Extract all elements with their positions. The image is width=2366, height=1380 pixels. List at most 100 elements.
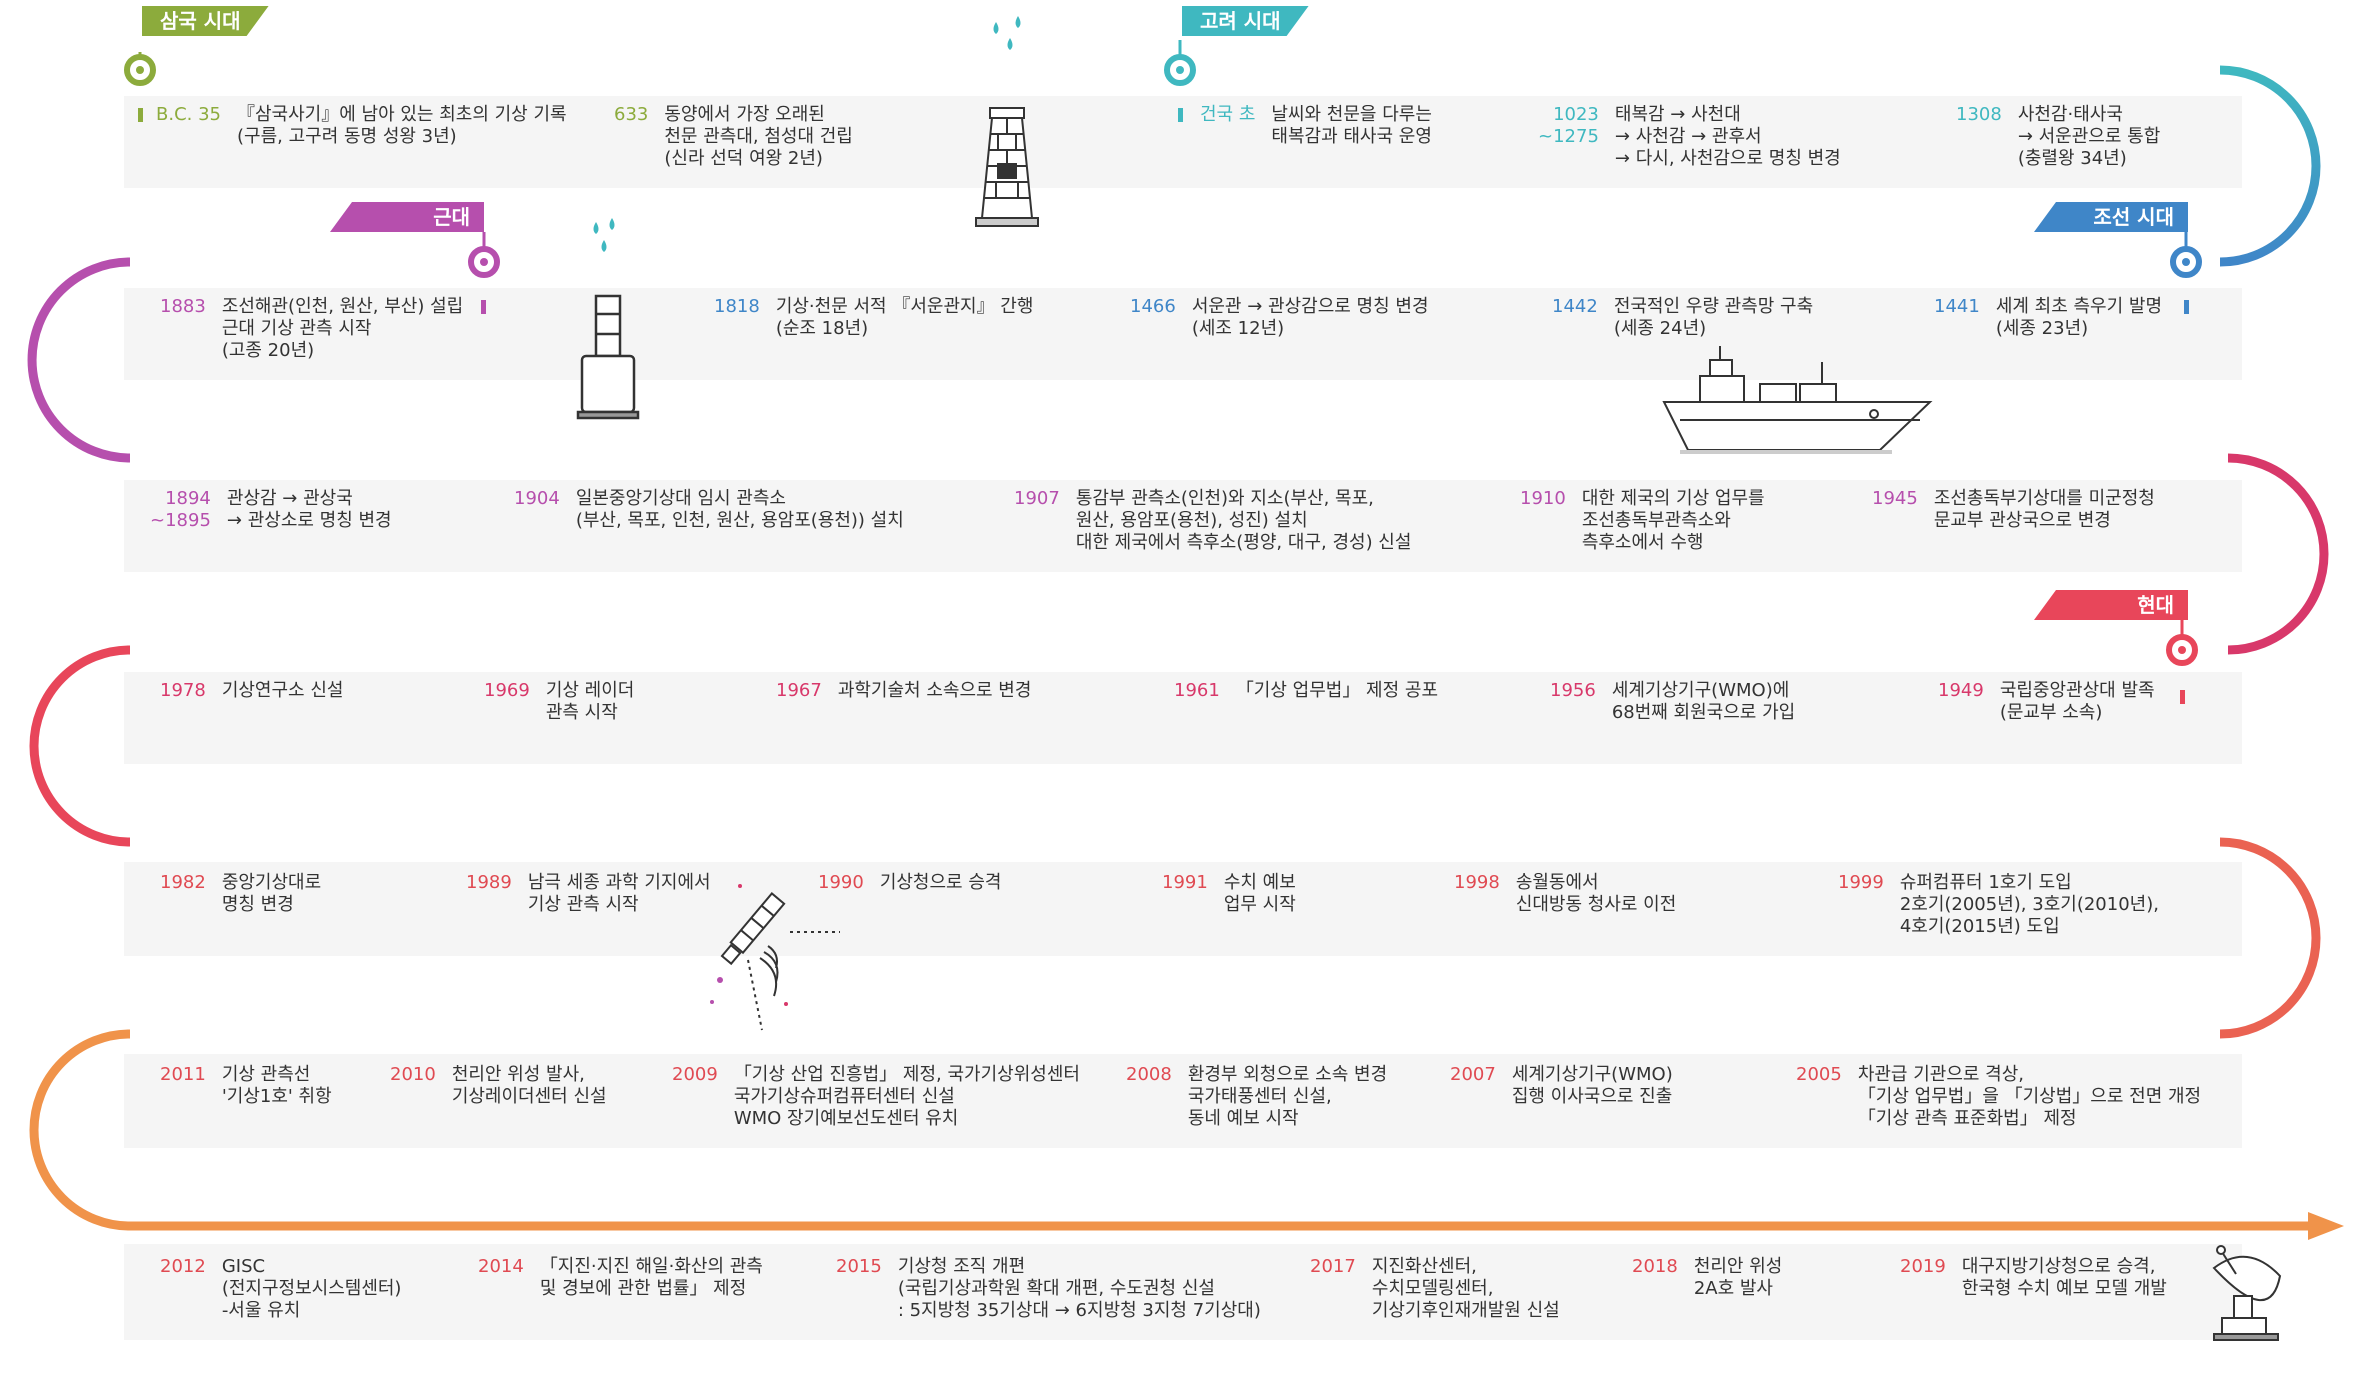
entry-marker: [2180, 690, 2185, 704]
timeline-entry: 1967 과학기술처 소속으로 변경: [776, 680, 1031, 702]
entry-year: 2019: [1900, 1256, 1946, 1277]
timeline-entry: 1894~1895 관상감 → 관상국 → 관상소로 명칭 변경: [150, 488, 392, 532]
entry-year: 1894~1895: [150, 488, 211, 531]
timeline-entry: 2005 차관급 기관으로 격상,「기상 업무법」을 「기상법」으로 전면 개정…: [1796, 1064, 2201, 1130]
era-flag-samguk: 삼국 시대: [142, 6, 269, 36]
era-flag-joseon: 조선 시대: [2034, 202, 2188, 232]
entry-year: B.C. 35: [156, 104, 221, 125]
timeline-entry: 2017 지진화산센터,수치모델링센터,기상기후인재개발원 신설: [1310, 1256, 1560, 1322]
band-row-2: [124, 288, 2242, 380]
timeline-entry: 2011 기상 관측선'기상1호' 취항: [160, 1064, 332, 1108]
entry-year: 1956: [1550, 680, 1596, 701]
era-node-goryeo: [1164, 54, 1196, 86]
entry-text: 사천감·태사국→ 서운관으로 통합(충렬왕 34년): [2017, 104, 2161, 169]
entry-year: 1466: [1130, 296, 1176, 317]
entry-year: 2015: [836, 1256, 882, 1277]
timeline-entry: 2015 기상청 조직 개편(국립기상과학원 확대 개편, 수도권청 신설: 5…: [836, 1256, 1261, 1322]
era-node-samguk: [124, 54, 156, 86]
entry-marker: [1178, 108, 1183, 122]
entry-text: 『삼국사기』에 남아 있는 최초의 기상 기록(구름, 고구려 동명 성왕 3년…: [237, 104, 567, 147]
entry-year: 1969: [484, 680, 530, 701]
entry-year: 1991: [1162, 872, 1208, 893]
era-flag-modern-period: 근대: [330, 202, 484, 232]
era-node-modern-period: [468, 246, 500, 278]
entry-year: 1441: [1934, 296, 1980, 317]
timeline-entry: 1308 사천감·태사국→ 서운관으로 통합(충렬왕 34년): [1956, 104, 2160, 170]
entry-year: 2008: [1126, 1064, 1172, 1085]
entry-text: 차관급 기관으로 격상,「기상 업무법」을 「기상법」으로 전면 개정「기상 관…: [1857, 1064, 2202, 1129]
timeline-entry: 1023~1275 태복감 → 사천대→ 사천감 → 관후서→ 다시, 사천감으…: [1538, 104, 1841, 170]
timeline-entry: 2019 대구지방기상청으로 승격,한국형 수치 예보 모델 개발: [1900, 1256, 2167, 1300]
entry-year: 2009: [672, 1064, 718, 1085]
track-turn-6: [29, 1029, 131, 1231]
era-flag-goryeo: 고려 시대: [1182, 6, 1309, 36]
entry-year: 1998: [1454, 872, 1500, 893]
entry-text: 대구지방기상청으로 승격,한국형 수치 예보 모델 개발: [1961, 1256, 2167, 1299]
track-turn-1: [2219, 65, 2321, 267]
timeline-entry: 1907 통감부 관측소(인천)와 지소(부산, 목포,원산, 용암포(용천),…: [1014, 488, 1411, 554]
rain-gauge-icon: [576, 294, 640, 420]
entry-year: 633: [614, 104, 649, 125]
entry-text: 기상·천문 서적 『서운관지』 간행(순조 18년): [775, 296, 1034, 339]
band-row-3: [124, 480, 2242, 572]
entry-year: 2005: [1796, 1064, 1842, 1085]
entry-text: 세계 최초 측우기 발명(세종 23년): [1995, 296, 2163, 339]
timeline-arrowhead: [2308, 1212, 2344, 1240]
entry-text: 일본중앙기상대 임시 관측소(부산, 목포, 인천, 원산, 용암포(용천)) …: [575, 488, 904, 531]
entry-marker: [481, 300, 486, 314]
track-turn-4: [29, 645, 131, 847]
entry-year: 2007: [1450, 1064, 1496, 1085]
entry-year: 2012: [160, 1256, 206, 1277]
cheomseongdae-icon: [975, 107, 1039, 227]
rain-drops-icon: [593, 218, 615, 252]
entry-text: 세계기상기구(WMO)집행 이사국으로 진출: [1511, 1064, 1673, 1107]
timeline-entry: 2007 세계기상기구(WMO)집행 이사국으로 진출: [1450, 1064, 1673, 1108]
timeline-entry: B.C. 35 『삼국사기』에 남아 있는 최초의 기상 기록(구름, 고구려 …: [156, 104, 567, 148]
entry-year: 1308: [1956, 104, 2002, 125]
track-turn-2: [27, 257, 131, 463]
band-row-6: [124, 1054, 2242, 1148]
entry-year: 2011: [160, 1064, 206, 1085]
entry-year: 1945: [1872, 488, 1918, 509]
entry-year: 1818: [714, 296, 760, 317]
timeline-entry: 1961 「기상 업무법」 제정 공포: [1174, 680, 1438, 702]
rain-drops-icon: [993, 16, 1021, 50]
entry-year: 1949: [1938, 680, 1984, 701]
entry-year: 건국 초: [1200, 104, 1256, 125]
entry-year: 1883: [160, 296, 206, 317]
era-flag-contemporary: 현대: [2034, 590, 2188, 620]
entry-year: 2010: [390, 1064, 436, 1085]
entry-text: 기상청으로 승격: [879, 872, 1002, 893]
entry-text: 기상청 조직 개편(국립기상과학원 확대 개편, 수도권청 신설: 5지방청 3…: [897, 1256, 1261, 1321]
timeline-entry: 1949 국립중앙관상대 발족(문교부 소속): [1938, 680, 2155, 724]
timeline-entry: 1818 기상·천문 서적 『서운관지』 간행(순조 18년): [714, 296, 1033, 340]
timeline-entry: 1990 기상청으로 승격: [818, 872, 1001, 894]
band-row-1: [124, 96, 2242, 188]
entry-year: 1990: [818, 872, 864, 893]
entry-year: 1907: [1014, 488, 1060, 509]
entry-year: 2018: [1632, 1256, 1678, 1277]
entry-text: 통감부 관측소(인천)와 지소(부산, 목포,원산, 용암포(용천), 성진) …: [1075, 488, 1412, 553]
timeline-entry: 1441 세계 최초 측우기 발명(세종 23년): [1934, 296, 2162, 340]
